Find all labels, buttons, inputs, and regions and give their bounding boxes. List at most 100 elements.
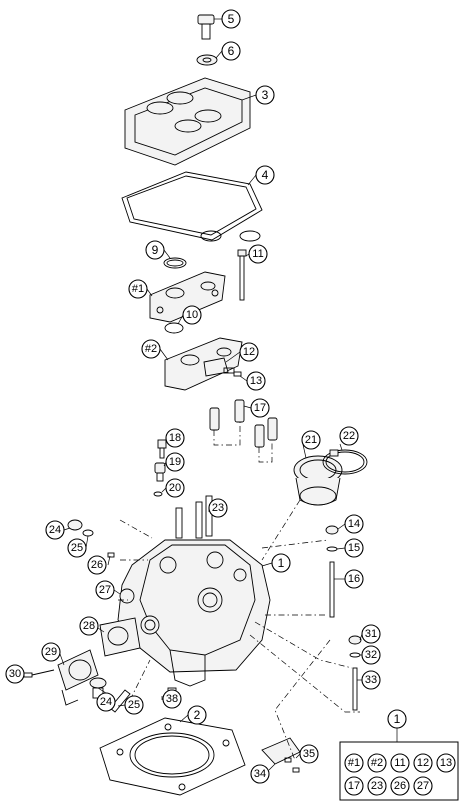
- callout-30: 30: [5, 664, 25, 684]
- svg-text:31: 31: [365, 628, 377, 640]
- kit-item-4: 12: [413, 753, 433, 773]
- hose-clamp-shape: [322, 449, 368, 475]
- kit-contents-box: 1 #1 #2 11 12 13 17 23 26 27: [339, 709, 459, 801]
- svg-text:20: 20: [169, 482, 181, 494]
- callout-25: 25: [67, 538, 87, 558]
- svg-text:13: 13: [440, 757, 452, 769]
- svg-text:26: 26: [91, 559, 103, 571]
- svg-text:5: 5: [228, 12, 235, 26]
- kit-item-2: #2: [367, 753, 387, 773]
- callout-24-lower: 24: [96, 692, 116, 712]
- svg-text:19: 19: [169, 456, 181, 468]
- svg-text:#2: #2: [371, 757, 383, 769]
- callout-27: 27: [95, 580, 115, 600]
- svg-text:12: 12: [243, 346, 255, 358]
- cylinder-head-gasket-shape: [99, 717, 246, 796]
- callout-1: 1: [271, 553, 291, 573]
- cylinder-head-studs-shape: [175, 495, 213, 539]
- svg-text:23: 23: [371, 780, 383, 792]
- callout-13: 13: [246, 371, 266, 391]
- callout-32: 32: [361, 645, 381, 665]
- callout-19: 19: [165, 452, 185, 472]
- svg-text:22: 22: [343, 430, 355, 442]
- svg-text:35: 35: [303, 748, 315, 760]
- ring-10-shape: [164, 322, 184, 334]
- callout-5: 5: [221, 9, 241, 29]
- exhaust-flange-shape: [23, 617, 141, 706]
- svg-text:2: 2: [194, 708, 201, 722]
- svg-text:16: 16: [348, 573, 360, 585]
- callout-bridge-1: #1: [128, 279, 148, 299]
- kit-item-6: 17: [344, 776, 364, 796]
- callout-3: 3: [255, 85, 275, 105]
- kit-item-9: 27: [413, 776, 433, 796]
- svg-text:17: 17: [348, 780, 360, 792]
- camshaft-bridge-1-shape: [149, 271, 226, 323]
- svg-text:23: 23: [212, 502, 224, 514]
- svg-text:6: 6: [228, 44, 235, 58]
- svg-text:11: 11: [252, 248, 263, 260]
- valve-cover-gasket-shape: [121, 171, 263, 242]
- callout-20: 20: [165, 478, 185, 498]
- svg-text:11: 11: [394, 757, 405, 769]
- callout-22: 22: [339, 426, 359, 446]
- callout-31: 31: [361, 624, 381, 644]
- callout-15: 15: [344, 538, 364, 558]
- callout-11: 11: [248, 244, 268, 264]
- svg-text:28: 28: [83, 620, 95, 632]
- oring-shape: [163, 257, 187, 269]
- kit-item-1: #1: [344, 753, 364, 773]
- svg-text:18: 18: [169, 432, 181, 444]
- svg-text:26: 26: [394, 780, 406, 792]
- valve-guides-shape: [209, 399, 278, 463]
- valve-cover-shape: [124, 77, 251, 166]
- kit-item-8: 26: [390, 776, 410, 796]
- parts-illustration: [23, 14, 368, 796]
- valve-cover-bolt-shape: [197, 14, 215, 40]
- kit-header-callout: 1: [387, 709, 407, 729]
- svg-text:30: 30: [9, 668, 21, 680]
- callout-26: 26: [87, 555, 107, 575]
- svg-text:14: 14: [348, 518, 360, 530]
- svg-text:25: 25: [128, 699, 140, 711]
- washer-shape: [196, 54, 218, 66]
- intake-flange-shape: [293, 455, 343, 506]
- callout-35: 35: [299, 744, 319, 764]
- svg-text:27: 27: [417, 780, 429, 792]
- callout-labels: 5 6 3 4 9 11 #1 10 #2 12 13 17 18 19 20 …: [5, 9, 381, 784]
- svg-text:9: 9: [152, 243, 159, 257]
- callout-38: 38: [162, 689, 182, 709]
- callout-34: 34: [250, 764, 270, 784]
- callout-12: 12: [239, 342, 259, 362]
- callout-21: 21: [301, 430, 321, 450]
- svg-text:4: 4: [262, 168, 269, 182]
- kit-item-5: 13: [436, 753, 456, 773]
- svg-text:33: 33: [365, 674, 377, 686]
- leader-lines: [23, 18, 398, 771]
- callout-16: 16: [344, 569, 364, 589]
- svg-text:1: 1: [394, 712, 401, 726]
- kit-item-3: 11: [390, 753, 410, 773]
- svg-text:32: 32: [365, 649, 377, 661]
- callout-4: 4: [255, 165, 275, 185]
- svg-text:15: 15: [348, 542, 360, 554]
- assembly-lines: [118, 499, 360, 761]
- svg-text:1: 1: [278, 556, 285, 570]
- svg-text:#2: #2: [145, 343, 157, 355]
- callout-33: 33: [361, 670, 381, 690]
- camshaft-bridge-2-shape: [164, 337, 243, 391]
- callout-6: 6: [221, 41, 241, 61]
- svg-text:3: 3: [262, 88, 269, 102]
- svg-text:#1: #1: [348, 757, 360, 769]
- svg-text:34: 34: [254, 768, 266, 780]
- svg-text:#1: #1: [132, 283, 144, 295]
- svg-text:10: 10: [186, 309, 198, 321]
- svg-text:24: 24: [49, 524, 61, 536]
- svg-text:24: 24: [100, 696, 112, 708]
- callout-18: 18: [165, 428, 185, 448]
- callout-24: 24: [45, 520, 65, 540]
- svg-text:17: 17: [254, 402, 266, 414]
- kit-item-7: 23: [367, 776, 387, 796]
- cylinder-head-shape: [117, 539, 271, 687]
